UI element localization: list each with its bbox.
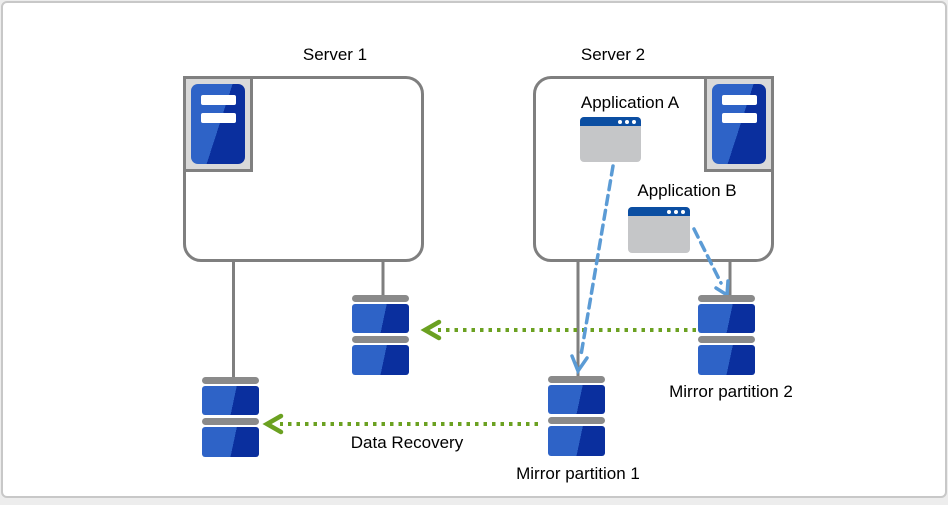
disk-platter — [202, 386, 259, 415]
server-tower-icon — [191, 84, 245, 164]
window-dot-icon — [618, 119, 622, 124]
tower-slot-icon — [201, 113, 236, 123]
disk-divider — [352, 336, 409, 343]
tower-slot-icon — [722, 95, 757, 105]
tower-slot-icon — [722, 113, 757, 123]
disk-platter — [698, 304, 755, 333]
disk-cap — [548, 376, 605, 383]
server1-label: Server 1 — [302, 45, 368, 64]
data-recovery-label: Data Recovery — [350, 433, 464, 452]
disk-cap — [698, 295, 755, 302]
application-a-window-icon — [580, 117, 641, 162]
application-b-window-icon — [628, 207, 690, 253]
disk-divider — [698, 336, 755, 343]
disk-platter — [548, 426, 605, 456]
disk-divider — [202, 418, 259, 425]
disk-cap — [202, 377, 259, 384]
server1-partition-a-disk-icon — [202, 377, 259, 457]
disk-platter — [352, 345, 409, 375]
server2-label: Server 2 — [580, 45, 646, 64]
server1-partition-b-disk-icon — [352, 295, 409, 375]
mirror-partition-2-label: Mirror partition 2 — [669, 382, 793, 401]
mirror-partition-2-disk-icon — [698, 295, 755, 375]
window-dot-icon — [667, 209, 671, 214]
window-dot-icon — [674, 209, 678, 214]
disk-platter — [202, 427, 259, 457]
application-b-label: Application B — [637, 181, 737, 200]
server1-icon-frame — [183, 76, 253, 172]
application-a-write-dashed-line — [579, 164, 615, 357]
window-titlebar — [628, 207, 690, 216]
mirror-partition-1-label: Mirror partition 1 — [516, 464, 640, 483]
mirror2-recovery-arrowhead-icon — [420, 319, 442, 341]
application-a-write-arrowhead-icon — [570, 354, 589, 375]
server-tower-icon — [712, 84, 766, 164]
disk-platter — [352, 304, 409, 333]
mirror-partition-1-disk-icon — [548, 376, 605, 456]
window-titlebar — [580, 117, 641, 126]
server2-icon-frame — [704, 76, 774, 172]
disk-divider — [548, 417, 605, 424]
disk-platter — [698, 345, 755, 375]
disk-cap — [352, 295, 409, 302]
application-a-label: Application A — [580, 93, 680, 112]
tower-slot-icon — [201, 95, 236, 105]
disk-platter — [548, 385, 605, 414]
window-dot-icon — [625, 119, 629, 124]
window-dot-icon — [681, 209, 685, 214]
window-dot-icon — [632, 119, 636, 124]
data-recovery-arrowhead-icon — [262, 413, 284, 435]
application-b-write-dashed-line — [692, 227, 723, 285]
